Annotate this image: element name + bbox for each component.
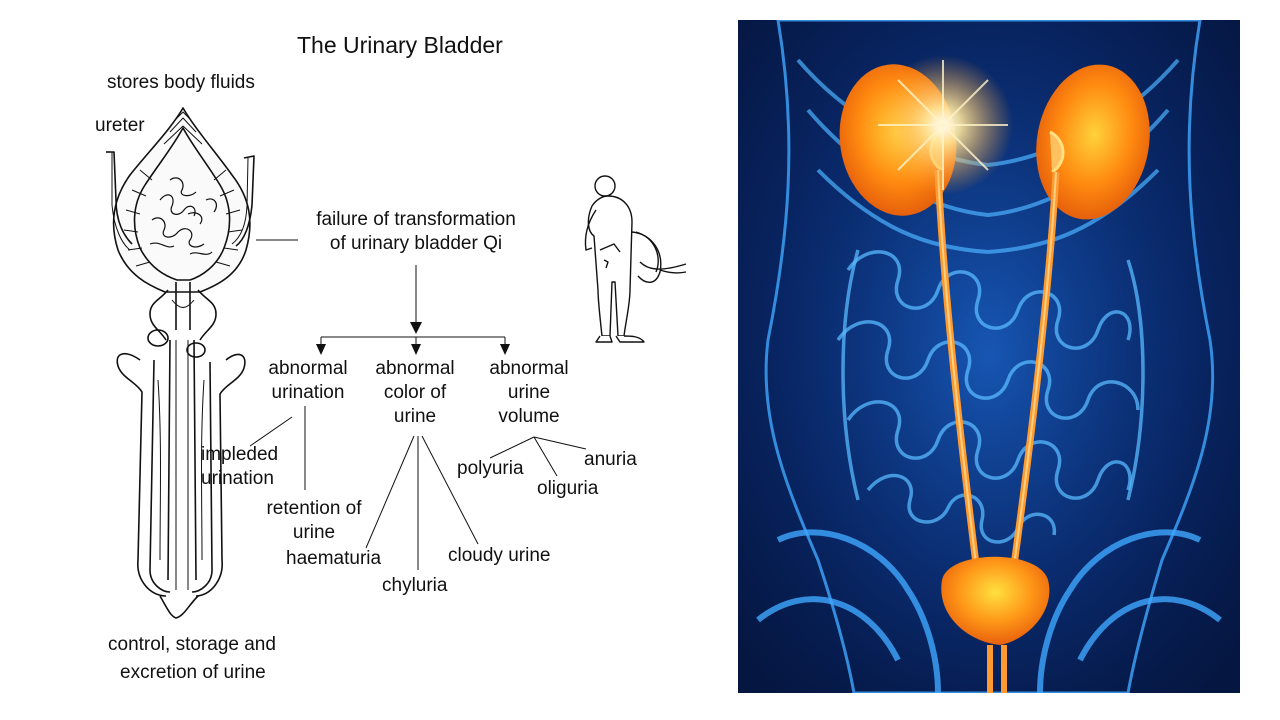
page-title: The Urinary Bladder <box>297 32 503 58</box>
root-line2: of urinary bladder Qi <box>329 233 503 254</box>
branch-color-line1: abnormal <box>375 358 455 379</box>
anuria-pointer <box>533 436 587 450</box>
leaf-impleded-urination: impleded urination <box>201 443 278 491</box>
leaf-retention-of-urine: retention of urine <box>258 497 370 545</box>
root-arrowhead <box>410 322 422 334</box>
leaf-retention-line2: urine <box>292 522 336 543</box>
arrowhead-urination <box>316 344 326 355</box>
root-node: failure of transformation of urinary bla… <box>298 208 534 256</box>
branch-urination-line2: urination <box>271 382 345 403</box>
cloudy-pointer <box>421 435 479 545</box>
branch-volume-line3: volume <box>498 406 560 427</box>
branch-abnormal-volume: abnormal urine volume <box>477 357 581 429</box>
leaf-retention-line1: retention of <box>266 498 362 519</box>
leaf-impleded-line1: impleded <box>201 444 279 465</box>
function-label-line1: control, storage and <box>108 634 276 655</box>
leaf-chyluria: chyluria <box>382 575 448 596</box>
branch-volume-line2: urine <box>507 382 551 403</box>
branch-abnormal-urination: abnormal urination <box>258 357 358 405</box>
oliguria-pointer <box>533 436 558 477</box>
branch-urination-line1: abnormal <box>268 358 348 379</box>
function-label-line2: excretion of urine <box>120 662 266 683</box>
arrowhead-volume <box>500 344 510 355</box>
leaf-anuria: anuria <box>584 449 637 470</box>
leaf-haematuria: haematuria <box>286 548 382 569</box>
polyuria-pointer <box>489 436 535 459</box>
branch-abnormal-color: abnormal color of urine <box>362 357 468 429</box>
leaf-oliguria: oliguria <box>537 478 599 499</box>
haematuria-pointer <box>365 435 415 549</box>
branch-volume-line1: abnormal <box>489 358 569 379</box>
root-line1: failure of transformation <box>316 209 516 230</box>
man-urinating-illustration <box>584 175 687 343</box>
stores-body-fluids-label: stores body fluids <box>107 72 255 93</box>
branch-color-line2: color of <box>383 382 447 403</box>
leaf-impleded-line2: urination <box>201 468 274 489</box>
urinary-system-3d-photo <box>738 20 1240 693</box>
ureter-label: ureter <box>95 115 145 136</box>
branch-color-line3: urine <box>393 406 437 427</box>
impleded-pointer <box>249 416 293 447</box>
bladder-illustration <box>106 107 255 619</box>
leaf-cloudy-urine: cloudy urine <box>448 545 551 566</box>
leaf-polyuria: polyuria <box>457 458 524 479</box>
diagram-canvas <box>106 107 687 619</box>
arrowhead-color <box>411 344 421 355</box>
arrowheads <box>316 322 510 355</box>
